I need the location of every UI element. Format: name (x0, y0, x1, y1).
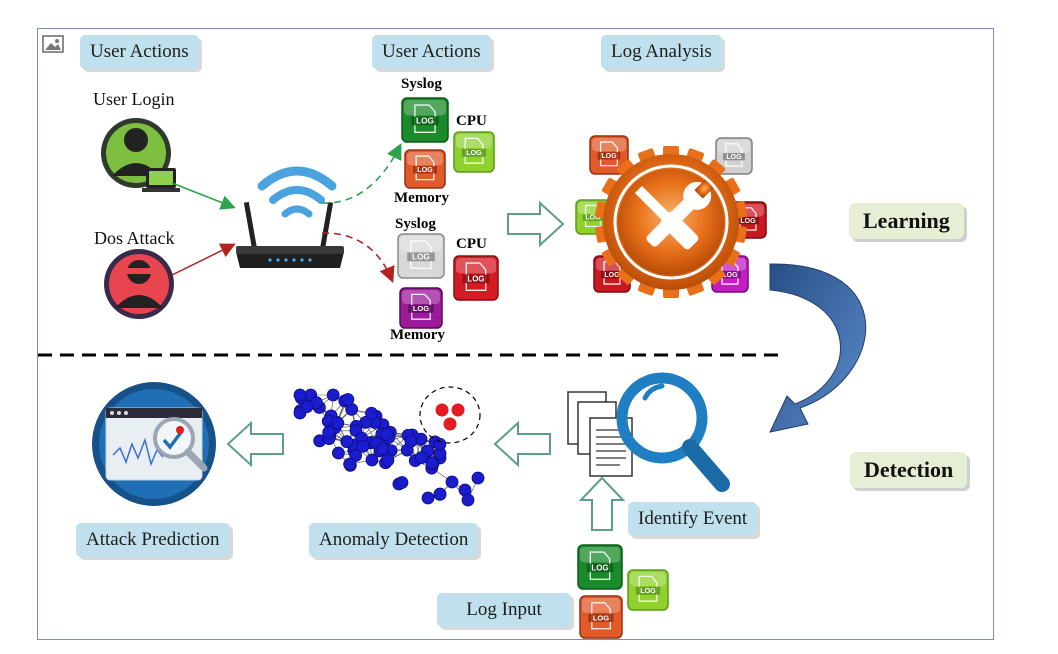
dos-attack-label: Dos Attack (94, 228, 175, 248)
network-node (322, 425, 336, 439)
learning-phase-label: Learning (849, 203, 964, 239)
network-node (356, 439, 370, 453)
attack-prediction-monitor-icon (92, 382, 216, 506)
svg-text:LOG: LOG (640, 586, 656, 595)
network-node (421, 491, 435, 505)
syslog-bottom-label: Syslog (395, 216, 436, 232)
network-node (300, 400, 314, 414)
network-node (433, 487, 447, 501)
svg-text:LOG: LOG (585, 215, 601, 222)
network-node (395, 476, 409, 489)
login-flow-arrow (171, 182, 236, 210)
network-node (365, 406, 378, 420)
diagram-frame (37, 28, 994, 640)
log-analysis-label: Log Analysis (601, 35, 722, 69)
cpu-bottom-label: CPU (456, 236, 487, 252)
to-anomaly-arrow-icon (493, 420, 551, 468)
network-node (414, 451, 428, 465)
network-node (349, 449, 363, 462)
memory-bottom-label: Memory (390, 327, 445, 343)
user-actions-mid-label: User Actions (372, 35, 491, 69)
log-file-icon: LOG (397, 233, 445, 279)
normal-log-arrow (321, 143, 402, 204)
anomaly-node (443, 417, 457, 431)
log-analysis-gear-icon (595, 146, 747, 298)
anomaly-network-graph (293, 388, 485, 507)
log-file-icon: LOG (404, 149, 446, 189)
network-node (471, 471, 485, 485)
log-file-icon: LOG (579, 595, 623, 639)
network-node (425, 456, 439, 470)
log-file-icon: LOG (715, 137, 753, 175)
network-node (331, 416, 345, 430)
network-node (326, 388, 340, 402)
log-file-icon: LOG (589, 135, 629, 175)
anomaly-node (451, 403, 465, 417)
magnifier-icon (616, 372, 730, 492)
svg-text:LOG: LOG (413, 304, 429, 313)
anomaly-cluster-outline (419, 386, 481, 444)
svg-text:LOG: LOG (591, 564, 608, 573)
network-node (380, 427, 393, 441)
detection-phase-label: Detection (850, 452, 968, 488)
dos-attacker-avatar-icon (104, 249, 174, 319)
svg-text:LOG: LOG (593, 613, 609, 622)
attack-prediction-label: Attack Prediction (76, 523, 230, 557)
user-login-avatar-icon (101, 118, 180, 192)
svg-text:LOG: LOG (601, 153, 617, 160)
identify-event-label: Identify Event (628, 502, 758, 536)
log-file-icon: LOG (453, 255, 499, 301)
to-identify-arrow-icon (578, 476, 626, 531)
log-input-label: Log Input (437, 593, 571, 627)
log-file-icon: LOG (627, 569, 669, 611)
network-node (404, 434, 418, 448)
network-node (445, 475, 459, 489)
network-node (332, 446, 345, 460)
svg-text:LOG: LOG (417, 165, 433, 174)
anomaly-detection-label: Anomaly Detection (309, 523, 479, 557)
network-node (365, 453, 379, 467)
network-node (341, 393, 355, 406)
network-node (461, 493, 475, 507)
svg-text:LOG: LOG (604, 272, 620, 279)
network-node (381, 453, 395, 467)
attack-flow-arrow (171, 243, 236, 276)
image-icon (42, 35, 64, 53)
memory-top-label: Memory (394, 190, 449, 206)
syslog-top-label: Syslog (401, 76, 442, 92)
svg-text:LOG: LOG (740, 218, 756, 225)
log-file-icon: LOG (401, 97, 449, 143)
svg-text:LOG: LOG (412, 253, 430, 262)
log-file-icon: LOG (453, 131, 495, 173)
network-node (433, 437, 447, 451)
network-node (340, 435, 354, 449)
svg-text:LOG: LOG (416, 117, 434, 126)
svg-text:LOG: LOG (726, 154, 742, 161)
svg-text:LOG: LOG (466, 148, 482, 157)
identify-event-documents-icon (567, 391, 633, 477)
svg-text:LOG: LOG (467, 275, 484, 284)
user-login-label: User Login (93, 89, 175, 109)
network-node (376, 442, 389, 456)
learning-to-detection-arrow-icon (769, 263, 867, 433)
network-node (293, 388, 307, 402)
cpu-top-label: CPU (456, 113, 487, 129)
anomaly-node (435, 403, 449, 417)
log-file-icon: LOG (577, 544, 623, 590)
network-node (343, 457, 357, 471)
to-analysis-arrow-icon (507, 200, 565, 248)
svg-text:LOG: LOG (722, 272, 738, 279)
log-file-icon: LOG (399, 287, 443, 329)
router-icon (236, 166, 344, 268)
to-prediction-arrow-icon (226, 420, 284, 468)
user-actions-left-label: User Actions (80, 35, 199, 69)
